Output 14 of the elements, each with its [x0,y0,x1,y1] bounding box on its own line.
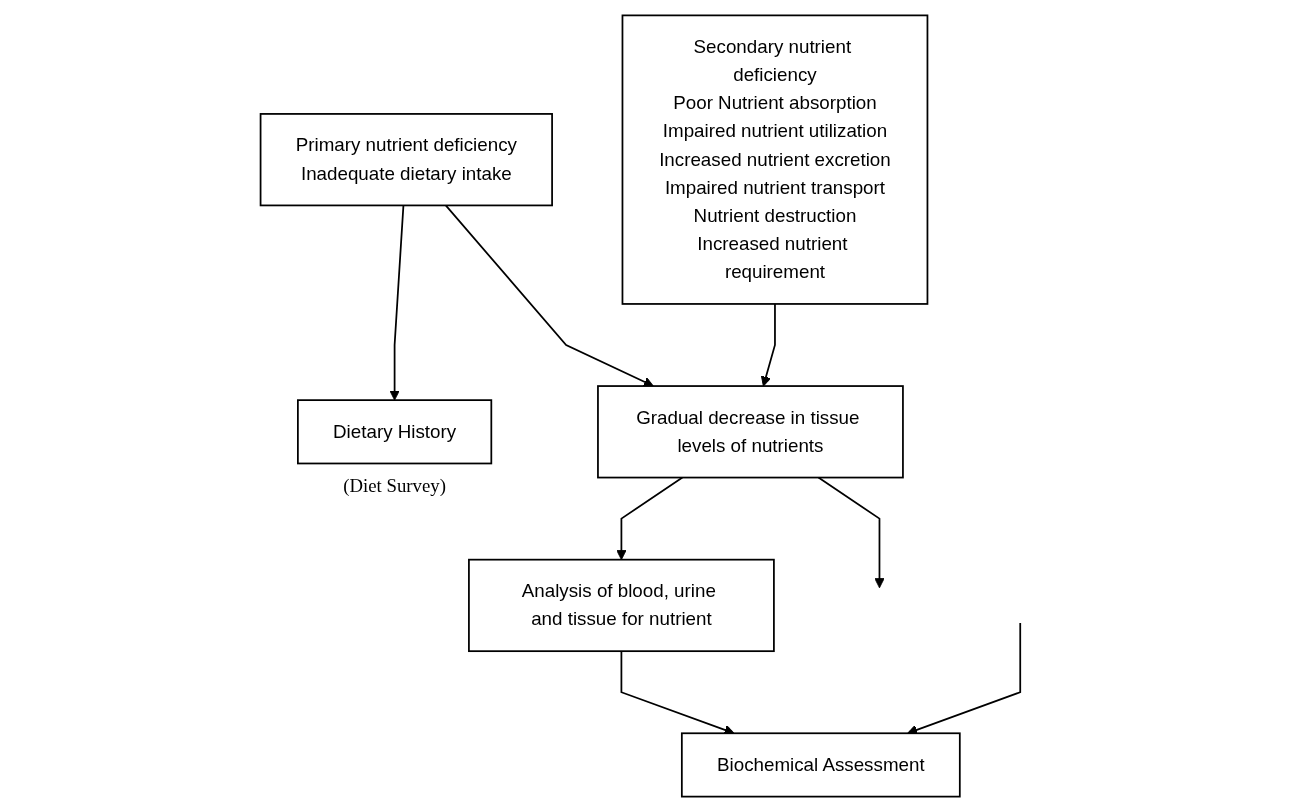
arrow [817,476,885,589]
node-box: Secondary nutrient deficiency Poor Nutrient absorption Impaired nutrient utilization Increased nutrient excretion Impaired nutrient transport Nutrient destruction Increased nutrient requirement [621,14,929,305]
arrow [389,204,405,401]
node-box: Biochemical Assessment [680,732,961,798]
node-label: (Diet Survey) [343,474,446,496]
arrow [620,650,735,735]
node-box: Primary nutrient deficiency Inadequate dietary intake [259,113,553,207]
arrow [444,204,654,387]
node-box: Analysis of blood, urine and tissue for nutrient [468,558,775,653]
node-box: Dietary History [297,399,493,465]
node-box: Gradual decrease in tissue levels of nutrients [597,385,904,479]
arrow [616,476,684,561]
arrow [760,303,776,387]
arrow [907,622,1022,735]
